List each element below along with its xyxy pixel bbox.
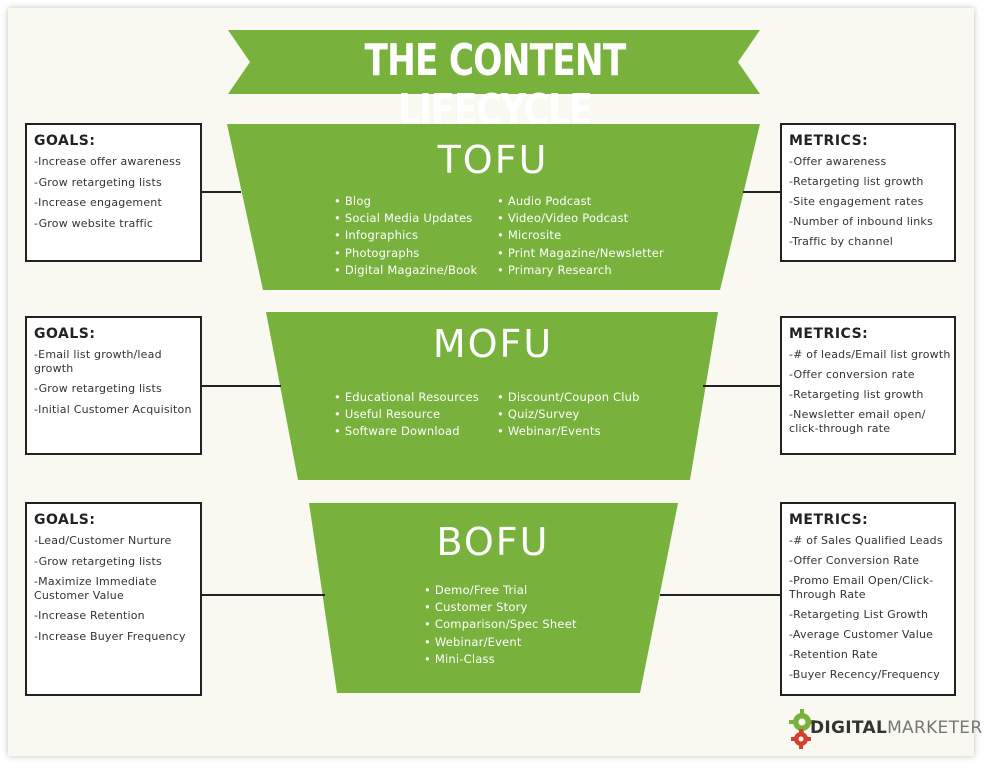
stage-title-mofu: MOFU [432,322,554,366]
goal-item: -Maximize Immediate Customer Value [34,575,157,602]
goal-item: -Grow retargeting lists [34,175,162,189]
tactic-item: Educational Resources [334,389,479,406]
metric-item: -Offer Conversion Rate [789,554,920,567]
tactic-item: Audio Podcast [497,193,664,210]
goal-item: -Increase Buyer Frequency [34,629,186,643]
tactic-item: Demo/Free Trial [424,582,577,599]
goal-item: -Email list growth/lead growth [34,348,162,375]
metrics-heading: METRICS: [789,133,869,149]
metrics-heading: METRICS: [789,512,869,528]
metric-item: -# of leads/Email list growth [789,348,951,361]
metric-item: -Promo Email Open/Click-Through Rate [789,574,934,601]
goal-item: -Grow retargeting lists [34,554,162,568]
tactic-item: Infographics [334,227,477,244]
metric-item: -Retention Rate [789,647,878,661]
goal-item: -Grow website traffic [34,216,154,230]
logo-light: MARKETER [887,718,983,738]
metric-item: -Offer conversion rate [789,368,915,381]
tactic-item: Discount/Coupon Club [497,389,640,406]
goals-heading: GOALS: [34,326,96,342]
mofu-tactics-right: Discount/Coupon Club Quiz/Survey Webinar… [497,389,640,441]
goal-item: -Increase Retention [34,609,145,622]
tactic-item: Digital Magazine/Book [334,262,477,279]
goal-item: -Increase engagement [34,196,162,209]
metric-item: -Site engagement rates [789,195,924,208]
tactic-item: Software Download [334,423,479,440]
tactic-item: Useful Resource [334,406,479,423]
stage-title-bofu: BOFU [436,520,550,564]
goals-box-mofu: GOALS: -Email list growth/lead growth -G… [25,316,202,455]
tactic-item: Primary Research [497,262,664,279]
metric-item: -# of Sales Qualified Leads [789,534,943,547]
logo-bold: DIGITAL [810,718,888,738]
title-banner [228,30,760,94]
metrics-box-mofu: METRICS: -# of leads/Email list growth -… [780,316,956,455]
connector-mofu-goals [201,385,281,387]
metric-item: -Buyer Recency/Frequency [789,667,940,681]
mofu-tactics-left: Educational Resources Useful Resource So… [334,389,479,441]
goal-item: -Increase offer awareness [34,155,182,168]
tactic-item: Customer Story [424,599,577,616]
metric-item: -Retargeting List Growth [789,607,929,621]
metric-item: -Number of inbound links [789,215,933,228]
metrics-box-tofu: METRICS: -Offer awareness -Retargeting l… [780,123,956,262]
connector-tofu-goals [201,191,241,193]
goal-item: -Grow retargeting lists [34,382,162,395]
tactic-item: Webinar/Event [424,634,577,651]
tofu-tactics-left: Blog Social Media Updates Infographics P… [334,193,477,279]
metric-item: -Newsletter email open/ click-through ra… [789,408,926,435]
metric-item: -Traffic by channel [789,235,893,248]
goals-heading: GOALS: [34,133,96,149]
goals-box-tofu: GOALS: -Increase offer awareness -Grow r… [25,123,202,262]
goals-heading: GOALS: [34,512,96,528]
tactic-item: Print Magazine/Newsletter [497,245,664,262]
gear-icon [789,709,815,749]
tactic-item: Photographs [334,245,477,262]
tactic-item: Microsite [497,227,664,244]
goal-item: -Initial Customer Acquisiton [34,402,192,416]
metric-item: -Average Customer Value [789,627,934,641]
tactic-item: Quiz/Survey [497,406,640,423]
tactic-item: Comparison/Spec Sheet [424,616,577,633]
stage-title-tofu: TOFU [437,138,549,182]
tactic-item: Webinar/Events [497,423,640,440]
brand-logo-text: DIGITALMARKETER [810,718,982,738]
metric-item: -Retargeting list growth [789,388,924,401]
connector-mofu-metrics [703,385,780,387]
tactic-item: Blog [334,193,477,210]
goals-box-bofu: GOALS: -Lead/Customer Nurture -Grow reta… [25,502,202,696]
goal-item: -Lead/Customer Nurture [34,534,172,547]
tactic-item: Mini-Class [424,651,577,668]
tactic-item: Video/Video Podcast [497,210,664,227]
connector-bofu-metrics [660,594,780,596]
tactic-item: Social Media Updates [334,210,477,227]
bofu-tactics: Demo/Free Trial Customer Story Compariso… [424,582,577,668]
metric-item: -Retargeting list growth [789,175,924,188]
tofu-tactics-right: Audio Podcast Video/Video Podcast Micros… [497,193,664,279]
metric-item: -Offer awareness [789,155,887,168]
connector-bofu-goals [201,594,325,596]
connector-tofu-metrics [743,191,780,193]
metrics-box-bofu: METRICS: -# of Sales Qualified Leads -Of… [780,502,956,696]
metrics-heading: METRICS: [789,326,869,342]
